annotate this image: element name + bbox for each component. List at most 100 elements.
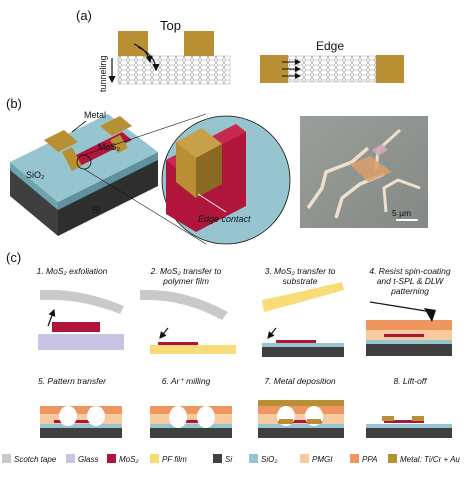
step7-si — [258, 428, 344, 438]
step1-mos2 — [52, 322, 100, 332]
panel-a-label: (a) — [76, 8, 92, 23]
tunneling-label: tunneling — [98, 55, 108, 92]
step7-mos2 — [278, 420, 322, 423]
step6-ppa — [150, 406, 232, 414]
step8-contact-1 — [382, 416, 394, 421]
step7-ppa — [258, 406, 344, 414]
si-side-right — [58, 158, 158, 236]
panel-c: (c) 1. MoS₂ exfoliation 2. MoS₂ transfer … — [2, 250, 460, 464]
step4-sio2 — [366, 340, 452, 344]
step6-si — [150, 428, 232, 438]
step5-opening-1 — [59, 406, 77, 426]
legend-swatch-8 — [350, 454, 359, 463]
inset-metal-side — [196, 144, 222, 198]
chip-contact-lead-right — [110, 135, 128, 153]
micro-lead-1 — [306, 146, 370, 210]
step4-tip — [424, 308, 436, 322]
mos2-stack-edge — [285, 55, 377, 83]
step5-opening-2 — [87, 406, 105, 426]
step3-si — [262, 347, 344, 357]
metal-pointer — [71, 120, 87, 133]
chip-contact-pad-right — [100, 116, 132, 136]
step-8-title: 8. Lift-off — [393, 376, 428, 386]
step-6-diagram — [150, 406, 232, 438]
step4-pattern-1 — [396, 317, 412, 320]
edge-title: Edge — [316, 39, 344, 53]
step-3-diagram — [262, 282, 344, 357]
step-2-diagram — [140, 289, 236, 354]
step2-mos2 — [158, 342, 198, 345]
edge-contact-inset: Edge contact — [161, 115, 291, 245]
step5-mos2 — [54, 420, 102, 423]
legend-label-3: MoS₂ — [119, 455, 139, 464]
step2-tape — [140, 289, 228, 320]
step4-si — [366, 344, 452, 356]
chip-contact-lead-left — [62, 147, 82, 171]
step4-mos2 — [384, 334, 424, 337]
step4-tip-lever — [369, 301, 433, 313]
legend-swatch-9 — [388, 454, 397, 463]
step2-arrow — [159, 327, 169, 339]
legend-swatch-1 — [2, 454, 11, 463]
legend-swatch-5 — [213, 454, 222, 463]
step8-sio2 — [366, 424, 452, 428]
legend-label-9: Metal: Ti/Cr + Au — [400, 455, 460, 464]
step5-si — [40, 428, 122, 438]
step3-mos2 — [276, 340, 316, 343]
legend-swatch-3 — [107, 454, 116, 463]
step2-pf — [150, 345, 236, 354]
step1-tape — [40, 289, 124, 314]
step7-contact-2 — [307, 419, 321, 424]
legend-swatch-4 — [150, 454, 159, 463]
step6-opening-2 — [197, 406, 215, 428]
step3-arrow — [267, 327, 277, 339]
zoom-line-bottom — [83, 168, 207, 245]
step8-si — [366, 428, 452, 438]
sio2-label: SiO₂ — [26, 170, 45, 180]
step8-mos2 — [384, 420, 424, 423]
scale-bar-label: 5 µm — [392, 208, 411, 218]
step-7-diagram — [258, 400, 344, 438]
legend-swatch-7 — [300, 454, 309, 463]
legend-label-6: SiO₂ — [261, 455, 277, 464]
legend-swatch-2 — [66, 454, 75, 463]
step5-ppa — [40, 406, 122, 414]
step-5-title: 5. Pattern transfer — [38, 376, 107, 386]
si-label: Si — [92, 205, 100, 215]
step-8-diagram — [366, 416, 452, 438]
step7-contact-1 — [279, 419, 293, 424]
edge-contact-label: Edge contact — [198, 214, 251, 224]
step7-sio2 — [258, 424, 344, 428]
step7-metal-top — [258, 400, 344, 406]
si-side-left — [10, 168, 58, 236]
step-7-title: 7. Metal deposition — [264, 376, 336, 386]
top-injection-arrow-2 — [137, 46, 160, 72]
legend-swatch-6 — [249, 454, 258, 463]
legend-label-1: Scotch tape — [14, 455, 57, 464]
mos2-stack-top — [117, 55, 231, 85]
sio2-side-right — [58, 152, 158, 210]
step-1-title: 1. MoS₂ exfoliation — [37, 266, 108, 276]
step6-opening-1 — [169, 406, 187, 428]
panel-b: (b) Metal MoS₂ SiO₂ Si E — [6, 96, 428, 245]
step-5-diagram — [40, 406, 122, 438]
inset-metal-front — [176, 142, 196, 198]
step1-glass — [38, 334, 124, 350]
metal-label: Metal — [84, 110, 106, 120]
edge-contact-right — [376, 55, 404, 83]
legend-label-7: PMGI — [312, 455, 333, 464]
chip-contact-pad-left — [44, 130, 78, 152]
step-1-diagram — [38, 289, 124, 350]
panel-c-label: (c) — [6, 250, 21, 265]
step8-contact-2 — [412, 416, 424, 421]
top-contact-right — [184, 31, 214, 56]
step5-sio2 — [40, 424, 122, 428]
step1-arrow — [47, 308, 56, 327]
legend-label-2: Glass — [78, 455, 98, 464]
legend-label-4: PF film — [162, 455, 187, 464]
step7-pmgi — [258, 414, 344, 424]
